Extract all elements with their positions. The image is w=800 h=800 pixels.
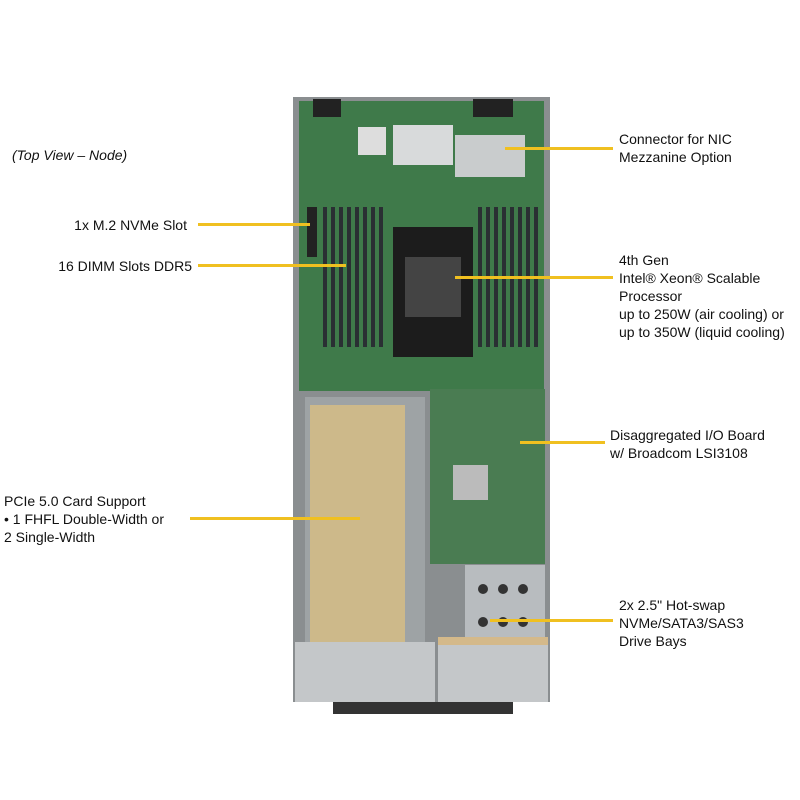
label-pcie-support: PCIe 5.0 Card Support • 1 FHFL Double-Wi… — [4, 493, 164, 545]
leader-line-drives — [490, 619, 613, 622]
leader-line-cpu — [455, 276, 613, 279]
leader-line-nic — [505, 147, 613, 150]
label-m2-slot: 1x M.2 NVMe Slot — [74, 217, 187, 233]
leader-line-pcie — [190, 517, 360, 520]
leader-line-io — [520, 441, 605, 444]
label-drive-bays: 2x 2.5" Hot-swap NVMe/SATA3/SAS3 Drive B… — [619, 597, 744, 649]
label-cpu: 4th Gen Intel® Xeon® Scalable Processor … — [619, 252, 785, 340]
view-caption: (Top View – Node) — [12, 147, 128, 163]
label-nic-mezzanine: Connector for NIC Mezzanine Option — [619, 131, 732, 165]
label-io-board: Disaggregated I/O Board w/ Broadcom LSI3… — [610, 427, 765, 461]
leader-line-m2 — [198, 223, 310, 226]
leader-line-dimm — [198, 264, 346, 267]
server-node-image — [293, 97, 550, 717]
label-dimm-slots: 16 DIMM Slots DDR5 — [58, 258, 192, 274]
